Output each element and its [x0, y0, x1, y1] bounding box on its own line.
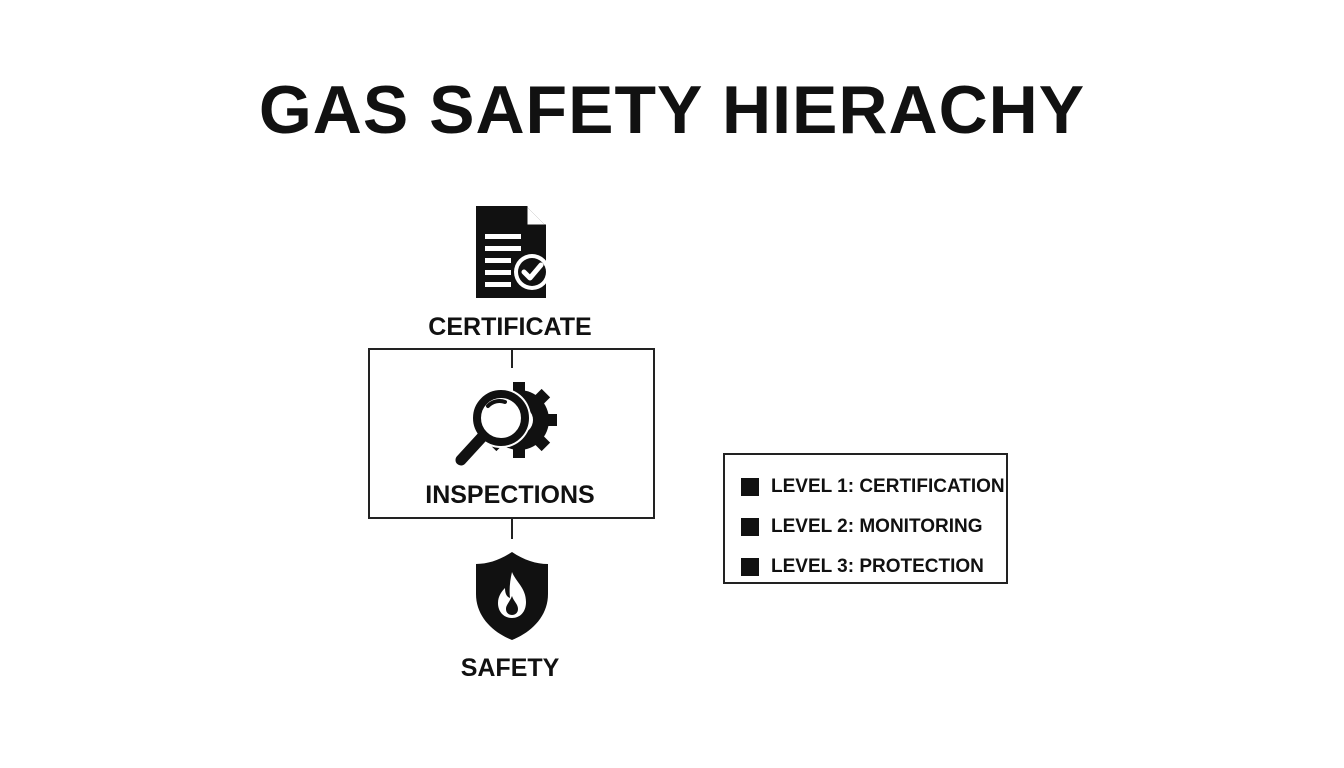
- page-title: GAS SAFETY HIERACHY: [258, 72, 1086, 148]
- legend-label: LEVEL 1: CERTIFICATION: [771, 476, 1005, 497]
- legend-item: LEVEL 1: CERTIFICATION: [741, 467, 1006, 507]
- node-label-safety: SAFETY: [460, 654, 560, 682]
- legend-swatch: [741, 558, 759, 576]
- shield-flame-icon: [476, 552, 548, 640]
- legend-label: LEVEL 2: MONITORING: [771, 516, 983, 537]
- certificate-document-icon: [476, 206, 550, 298]
- legend-swatch: [741, 518, 759, 536]
- legend-item: LEVEL 2: MONITORING: [741, 507, 1006, 547]
- legend: LEVEL 1: CERTIFICATION LEVEL 2: MONITORI…: [723, 453, 1008, 584]
- legend-swatch: [741, 478, 759, 496]
- node-label-inspections: INSPECTIONS: [425, 481, 595, 509]
- legend-item: LEVEL 3: PROTECTION: [741, 547, 1006, 587]
- node-label-certificate: CERTIFICATE: [428, 313, 592, 341]
- connector-bottom: [511, 519, 513, 539]
- legend-label: LEVEL 3: PROTECTION: [771, 556, 984, 577]
- connector-top: [511, 348, 513, 368]
- magnifier-gear-icon: [455, 382, 557, 466]
